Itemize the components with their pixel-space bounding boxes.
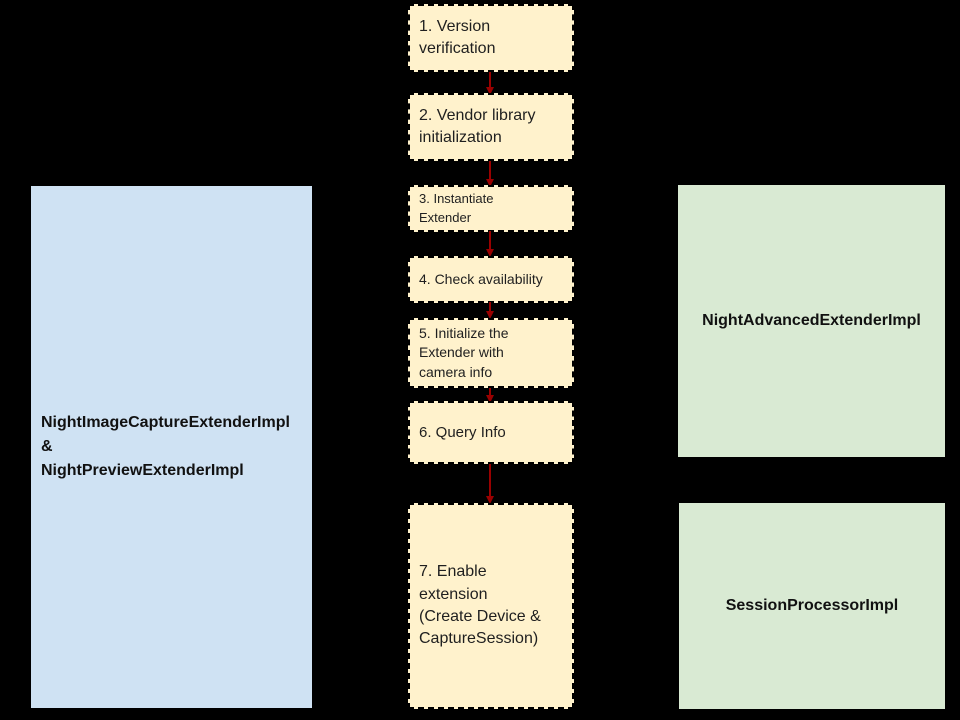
panel-night-advanced-extender: NightAdvancedExtenderImpl xyxy=(678,185,945,457)
flow-arrow-down-4-icon xyxy=(486,302,494,319)
flow-step-4: 4. Check availability xyxy=(408,256,574,303)
flow-arrow-down-5-icon xyxy=(486,388,494,403)
flow-step-2: 2. Vendor library initialization xyxy=(408,93,574,161)
flow-arrow-down-1-icon xyxy=(486,72,494,95)
panel-night-image-capture-extender: NightImageCaptureExtenderImpl & NightPre… xyxy=(31,186,312,708)
panel-label: SessionProcessorImpl xyxy=(725,596,899,614)
flow-step-label: 7. Enable extension (Create Device & Cap… xyxy=(419,563,541,648)
flow-step-label: 3. Instantiate Extender xyxy=(419,191,494,225)
panel-session-processor: SessionProcessorImpl xyxy=(679,503,945,709)
flow-step-5: 5. Initialize the Extender with camera i… xyxy=(408,318,574,388)
panel-label: NightImageCaptureExtenderImpl & NightPre… xyxy=(41,414,290,479)
flow-step-3: 3. Instantiate Extender xyxy=(408,185,574,232)
flow-step-label: 1. Version verification xyxy=(419,17,496,57)
flow-step-label: 5. Initialize the Extender with camera i… xyxy=(419,324,509,380)
flow-arrow-down-6-icon xyxy=(486,464,494,504)
flow-step-1: 1. Version verification xyxy=(408,4,574,72)
panel-label: NightAdvancedExtenderImpl xyxy=(702,311,921,329)
flow-step-6: 6. Query Info xyxy=(408,401,574,464)
flow-step-7: 7. Enable extension (Create Device & Cap… xyxy=(408,503,574,709)
flow-step-label: 4. Check availability xyxy=(419,270,543,287)
flow-step-label: 6. Query Info xyxy=(419,424,506,441)
flow-arrow-down-2-icon xyxy=(486,161,494,187)
flow-step-label: 2. Vendor library initialization xyxy=(419,106,536,146)
flow-arrow-down-3-icon xyxy=(486,231,494,257)
